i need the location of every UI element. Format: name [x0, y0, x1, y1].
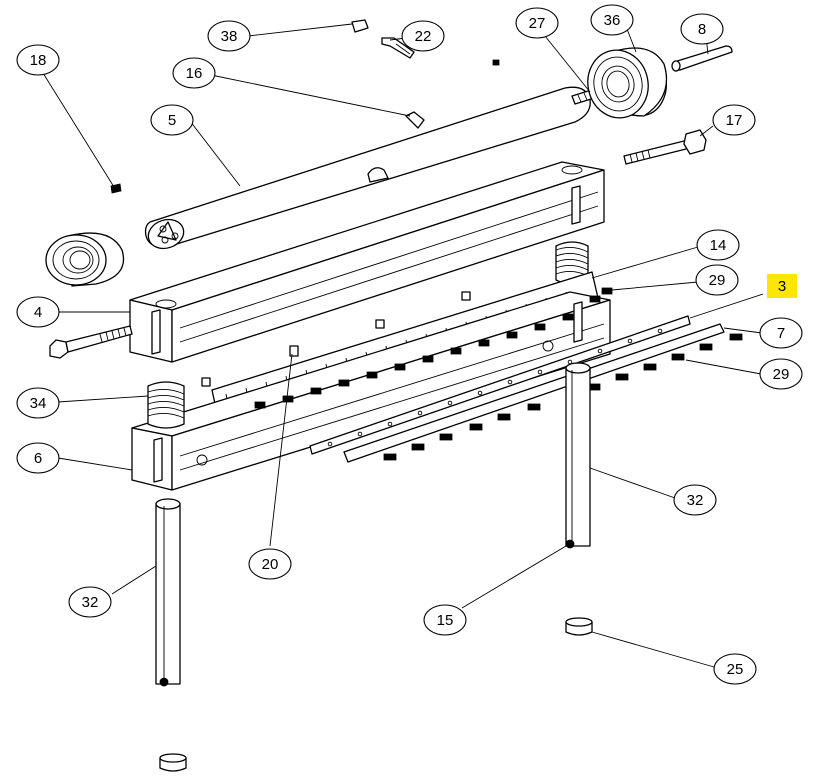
callout-circle [207, 20, 251, 52]
callout-circle [401, 20, 445, 52]
callout-label: 14 [710, 237, 727, 254]
bolt-row-lower [383, 333, 743, 461]
callout-29: 29 [695, 264, 739, 296]
callout-circle [673, 484, 717, 516]
bearing-part-36 [587, 47, 668, 119]
callout-29: 29 [759, 358, 803, 390]
callout-label: 27 [529, 15, 546, 32]
bolt-part-4 [49, 325, 133, 359]
callout-38: 38 [207, 20, 251, 52]
channel-part-4 [129, 161, 605, 363]
callout-5: 5 [150, 104, 194, 136]
callout-18: 18 [16, 44, 60, 76]
callout-circle [515, 7, 559, 39]
callout-14: 14 [696, 229, 740, 261]
callout-label: 36 [604, 12, 621, 29]
callout-label: 16 [186, 65, 203, 82]
callout-label: 18 [30, 52, 47, 69]
callout-label: 17 [726, 112, 743, 129]
callout-circle [695, 264, 739, 296]
screw-part-22 [381, 37, 415, 59]
fastener-part-20 [201, 291, 471, 387]
callout-label: 4 [34, 304, 42, 321]
pin-part-8 [671, 45, 733, 72]
callout-label: 6 [34, 450, 42, 467]
callout-circle [696, 229, 740, 261]
callout-27: 27 [515, 7, 559, 39]
callout-circle [68, 586, 112, 618]
callout-circle [712, 104, 756, 136]
leg-part-32-left [155, 498, 181, 687]
callout-label: 5 [168, 112, 176, 129]
callout-circle [16, 44, 60, 76]
callout-32: 32 [68, 586, 112, 618]
bolt-row-part-29 [254, 287, 613, 409]
callout-label: 8 [698, 21, 706, 38]
bearing-left [45, 232, 125, 287]
cap-part-25 [565, 617, 593, 636]
strip-part-3 [309, 315, 691, 455]
callout-label: 15 [437, 612, 454, 629]
callout-circle [680, 13, 724, 45]
cap-bottom-left [159, 753, 187, 772]
strip-part-7 [343, 323, 725, 463]
setscrew-part-16 [405, 111, 425, 129]
callout-32: 32 [673, 484, 717, 516]
leg-part-32-right [565, 362, 591, 549]
callout-25: 25 [713, 653, 757, 685]
callout-label: 7 [777, 325, 785, 342]
callout-16: 16 [172, 57, 216, 89]
leader-lines [42, 23, 764, 668]
callout-36: 36 [590, 4, 634, 36]
callout-circle [759, 358, 803, 390]
nut-part-18-loose [492, 59, 500, 66]
callout-15: 15 [423, 604, 467, 636]
callout-20: 20 [248, 548, 292, 580]
callout-label: 25 [727, 661, 744, 678]
callout-label: 34 [30, 395, 47, 412]
spring-part-34 [147, 381, 185, 429]
callout-label: 32 [82, 594, 99, 611]
callout-circle [590, 4, 634, 36]
callout-6: 6 [16, 442, 60, 474]
callout-circle [713, 653, 757, 685]
callout-circle [150, 104, 194, 136]
callout-label: 3 [778, 278, 786, 295]
callout-circle [759, 317, 803, 349]
callout-label: 22 [415, 28, 432, 45]
callout-17: 17 [712, 104, 756, 136]
callout-34: 34 [16, 387, 60, 419]
pin-part-38 [351, 19, 369, 33]
callout-4: 4 [16, 296, 60, 328]
tube-part-5 [144, 86, 591, 250]
callout-circle [16, 387, 60, 419]
callout-highlight [767, 274, 797, 298]
callout-label: 29 [709, 272, 726, 289]
callout-22: 22 [401, 20, 445, 52]
callout-circle [423, 604, 467, 636]
callout-8: 8 [680, 13, 724, 45]
callout-7: 7 [759, 317, 803, 349]
callout-label: 29 [773, 366, 790, 383]
callout-3: 3 [767, 274, 797, 298]
callout-label: 20 [262, 556, 279, 573]
callout-circle [172, 57, 216, 89]
bolt-part-17 [623, 129, 707, 165]
callout-circle [16, 442, 60, 474]
callout-circle [16, 296, 60, 328]
callout-circle [248, 548, 292, 580]
callout-label: 32 [687, 492, 704, 509]
callout-label: 38 [221, 28, 238, 45]
